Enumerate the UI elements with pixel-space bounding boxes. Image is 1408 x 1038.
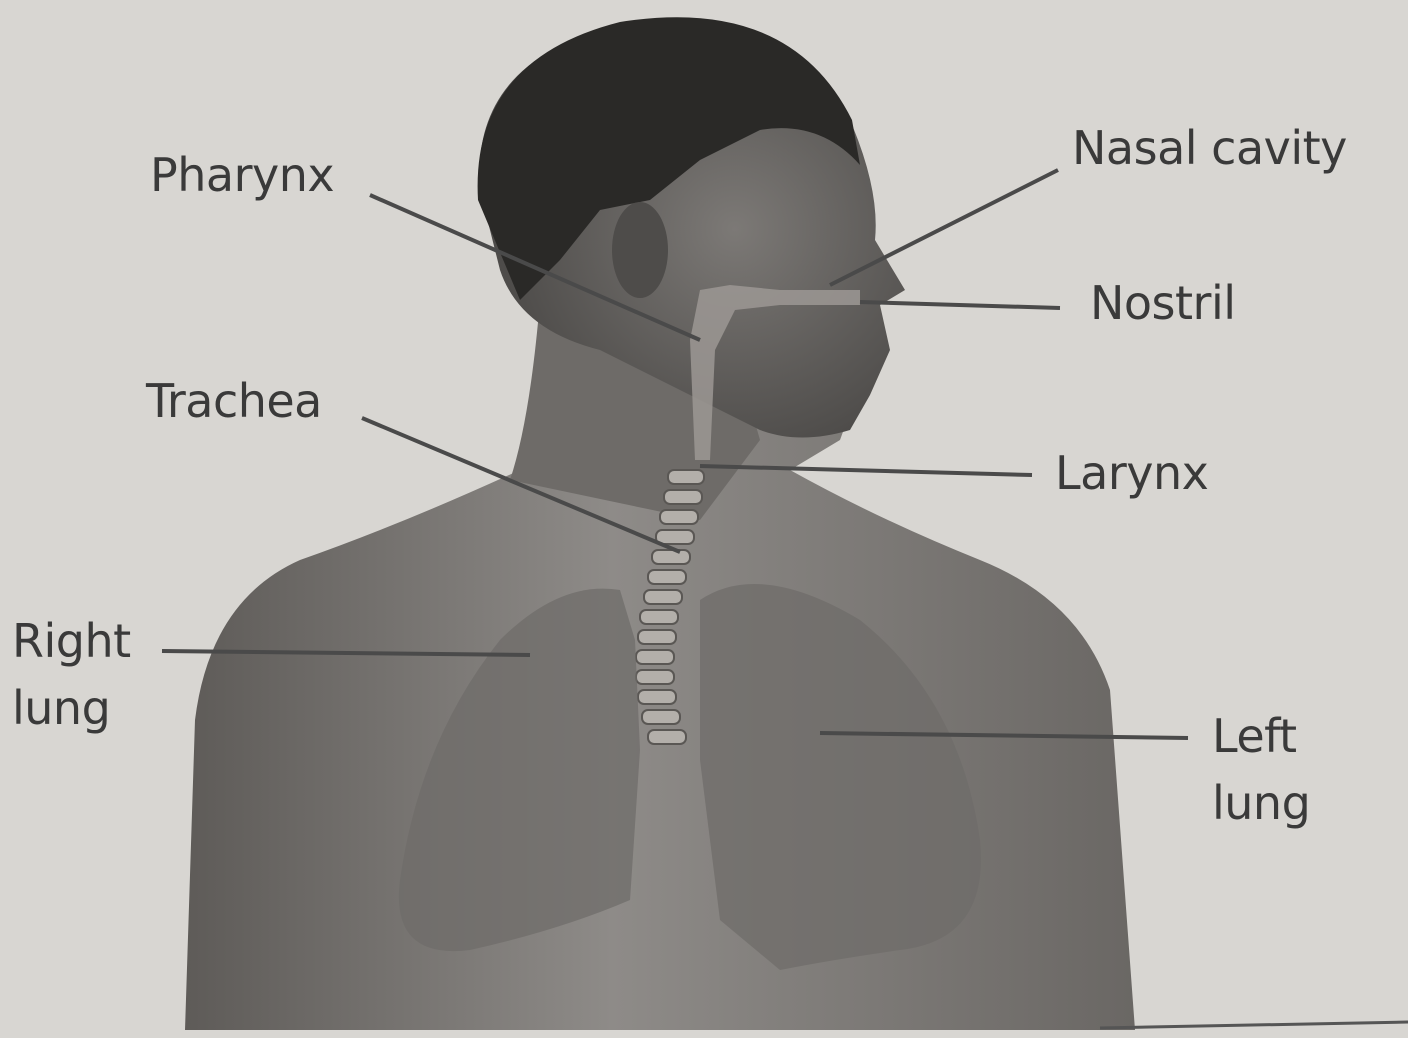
nasal-cavity-label: Nasal cavity bbox=[1072, 115, 1347, 182]
left-lung-label: Left lung bbox=[1212, 703, 1310, 836]
trachea-label: Trachea bbox=[146, 368, 322, 435]
pharynx-label: Pharynx bbox=[150, 142, 334, 209]
nostril-label: Nostril bbox=[1090, 270, 1236, 337]
ear bbox=[612, 202, 668, 298]
right-lung-label: Right lung bbox=[12, 608, 131, 741]
larynx-label: Larynx bbox=[1055, 440, 1208, 507]
